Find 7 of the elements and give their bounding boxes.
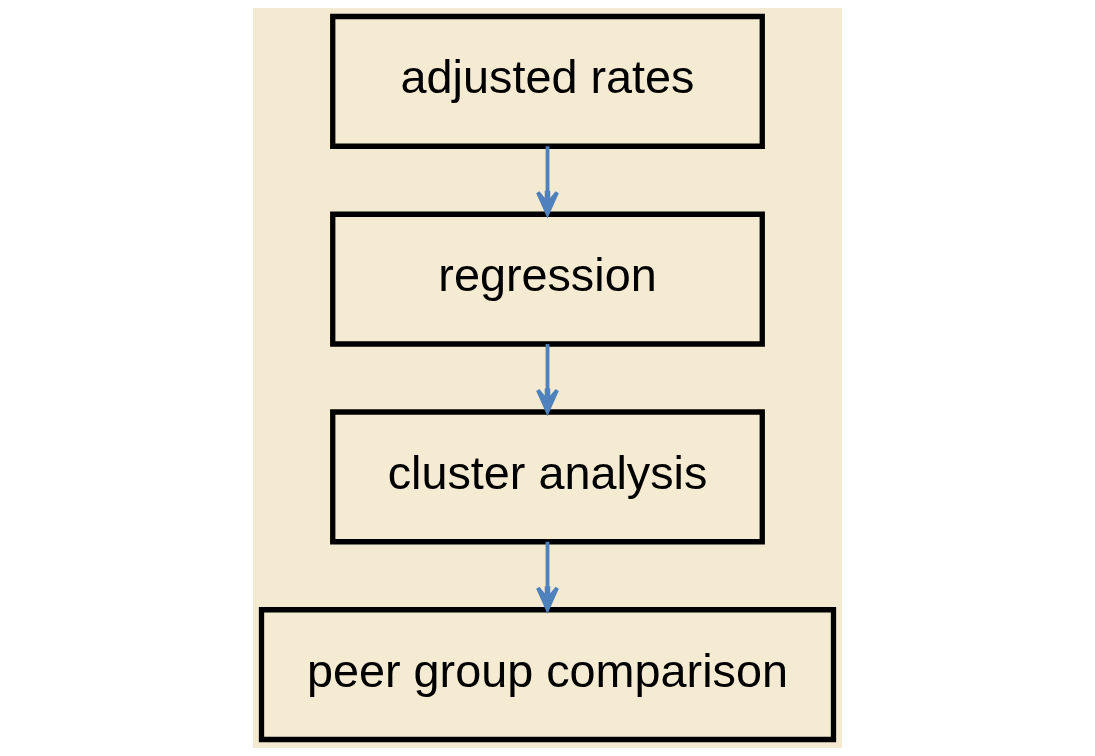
node-box: regression [330, 211, 765, 347]
arrow [536, 344, 559, 414]
node-box: adjusted rates [330, 13, 765, 149]
arrow [536, 146, 559, 216]
node-box: peer group comparison [258, 607, 837, 743]
arrow [536, 541, 559, 612]
node-box: cluster analysis [330, 409, 765, 545]
